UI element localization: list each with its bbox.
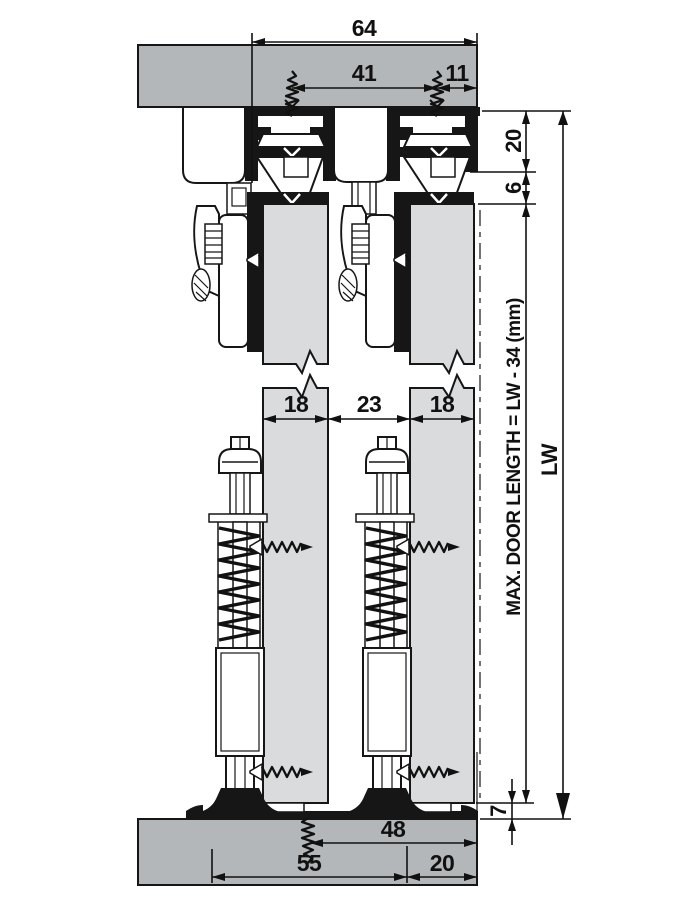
roller-wheel-front xyxy=(251,133,327,199)
dim-23-label: 23 xyxy=(357,391,382,417)
dim-max-door-length-label: MAX. DOOR LENGTH = LW - 34 (mm) xyxy=(504,298,525,616)
dimension-11: 11 xyxy=(437,60,477,92)
dim-7-label: 7 xyxy=(486,805,511,817)
hanger-bracket-front xyxy=(191,192,312,352)
door2-upper-section xyxy=(409,203,475,376)
top-cabinet-panel xyxy=(137,44,478,108)
dim-41-label: 41 xyxy=(352,60,377,86)
dimension-23: 23 xyxy=(328,391,410,423)
dimension-41: 41 xyxy=(292,60,437,92)
door1-upper-section xyxy=(262,203,329,376)
dimension-lw: LW xyxy=(537,111,570,819)
guide-foot-pad xyxy=(197,788,283,813)
dim-64-label: 64 xyxy=(352,15,377,41)
top-panel-screw-front xyxy=(284,69,300,118)
dim-lw-label: LW xyxy=(537,443,562,476)
door1-lower-section xyxy=(262,372,329,804)
dim-48-label: 48 xyxy=(381,816,406,842)
dimension-7: 7 xyxy=(486,779,516,845)
door2-lower-section xyxy=(409,372,475,804)
top-panel-screw-rear xyxy=(429,69,445,118)
dim-11-label: 11 xyxy=(445,60,469,86)
dim-6-label: 6 xyxy=(501,182,526,194)
dimension-18-front: 18 xyxy=(263,391,328,423)
dimension-20-bottom: 20 xyxy=(407,850,477,881)
dim-18-rear-label: 18 xyxy=(430,391,455,417)
dim-20-track-label: 20 xyxy=(501,129,526,153)
dimension-6: 6 xyxy=(501,172,530,204)
dimension-max-door-length: MAX. DOOR LENGTH = LW - 34 (mm) xyxy=(504,204,530,803)
dim-18-front-label: 18 xyxy=(284,391,309,417)
carriage-body-rear xyxy=(333,106,389,215)
bottom-guide-track xyxy=(186,805,478,819)
dimension-20-track: 20 xyxy=(501,111,530,803)
dimension-55: 55 xyxy=(211,846,408,883)
carriage-body-front xyxy=(182,106,252,215)
dim-55-label: 55 xyxy=(297,850,322,876)
bottom-guide-front xyxy=(197,436,315,813)
roller-wheel-rear xyxy=(396,132,474,200)
dimension-18-rear: 18 xyxy=(410,391,474,423)
guide-spring xyxy=(217,526,261,642)
dim-20-bottom-label: 20 xyxy=(430,850,455,876)
dimension-48: 48 xyxy=(310,816,477,847)
dimension-64: 64 xyxy=(251,15,478,183)
